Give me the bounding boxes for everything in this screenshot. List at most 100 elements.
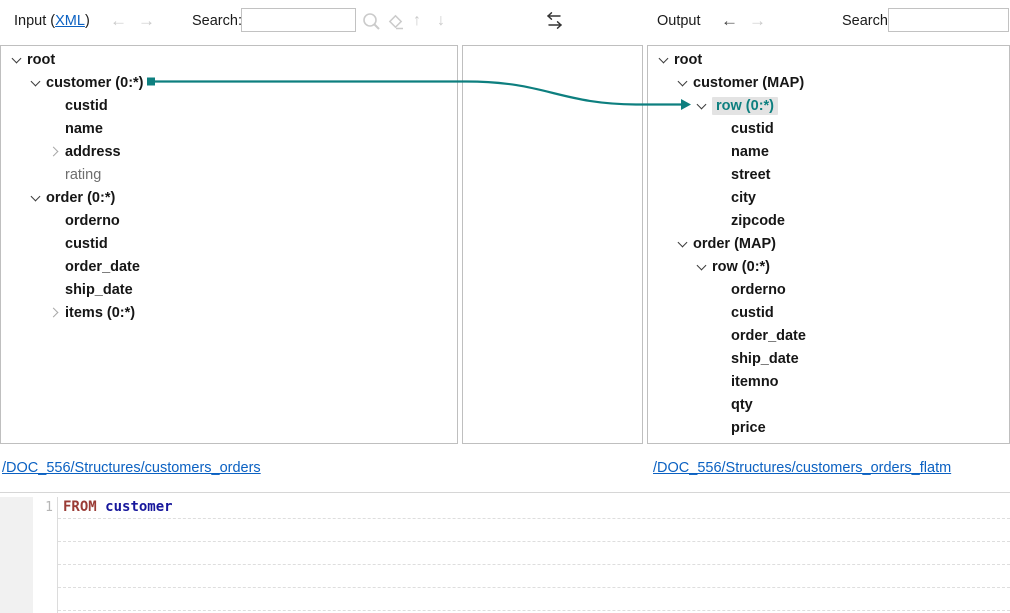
- editor-divider: [0, 492, 1010, 493]
- output-search-field[interactable]: [888, 8, 1009, 32]
- chevron-down-icon[interactable]: [675, 236, 690, 251]
- tree-node[interactable]: itemno: [648, 370, 1009, 393]
- tree-node[interactable]: zipcode: [648, 209, 1009, 232]
- tree-node[interactable]: items (0:*): [1, 301, 457, 324]
- tree-node[interactable]: custid: [1, 94, 457, 117]
- code-token-identifier: customer: [105, 499, 173, 515]
- tree-node-label: custid: [731, 120, 774, 137]
- tree-node[interactable]: customer (MAP): [648, 71, 1009, 94]
- chevron-spacer: [713, 397, 728, 412]
- tree-node-label: qty: [731, 396, 753, 413]
- code-token-plain: [97, 499, 105, 515]
- tree-node[interactable]: root: [648, 48, 1009, 71]
- chevron-right-icon[interactable]: [47, 305, 62, 320]
- tree-node[interactable]: rating: [1, 163, 457, 186]
- swap-input-output-icon[interactable]: [541, 10, 567, 37]
- tree-node-label: zipcode: [731, 212, 785, 229]
- input-search-field[interactable]: [241, 8, 356, 32]
- output-tree-panel: root customer (MAP) row (0:*) custid name str…: [647, 45, 1010, 444]
- input-structure-path-link[interactable]: /DOC_556/Structures/customers_orders: [2, 460, 261, 476]
- tree-node-label: rating: [65, 166, 102, 183]
- line-number: 1: [45, 500, 53, 515]
- tree-node[interactable]: order_date: [1, 255, 457, 278]
- tree-node-label: orderno: [65, 212, 120, 229]
- code-line[interactable]: FROM customer: [63, 499, 173, 515]
- tree-node-label: name: [731, 143, 769, 160]
- search-icon[interactable]: [361, 11, 383, 38]
- editor-row-rule: [58, 564, 1010, 565]
- chevron-down-icon[interactable]: [28, 75, 43, 90]
- code-token-keyword: FROM: [63, 499, 97, 515]
- chevron-spacer: [47, 282, 62, 297]
- tree-node[interactable]: order (0:*): [1, 186, 457, 209]
- tree-node[interactable]: qty: [648, 393, 1009, 416]
- input-format-link[interactable]: XML: [55, 13, 85, 29]
- tree-node[interactable]: custid: [648, 117, 1009, 140]
- input-back-icon[interactable]: ←: [110, 11, 127, 30]
- output-structure-path-link[interactable]: /DOC_556/Structures/customers_orders_fla…: [653, 460, 952, 476]
- find-previous-icon[interactable]: ↑: [413, 12, 421, 29]
- chevron-spacer: [47, 167, 62, 182]
- tree-node[interactable]: ship_date: [1, 278, 457, 301]
- tree-node[interactable]: city: [648, 186, 1009, 209]
- tree-node[interactable]: street: [648, 163, 1009, 186]
- tree-node[interactable]: name: [648, 140, 1009, 163]
- tree-node[interactable]: customer (0:*): [1, 71, 457, 94]
- chevron-spacer: [713, 121, 728, 136]
- chevron-down-icon[interactable]: [28, 190, 43, 205]
- tree-node[interactable]: root: [1, 48, 457, 71]
- chevron-spacer: [713, 351, 728, 366]
- chevron-down-icon[interactable]: [656, 52, 671, 67]
- chevron-spacer: [713, 144, 728, 159]
- chevron-spacer: [713, 190, 728, 205]
- tree-node[interactable]: order (MAP): [648, 232, 1009, 255]
- input-forward-icon[interactable]: →: [138, 11, 155, 30]
- input-title-prefix: Input (: [14, 13, 56, 29]
- tree-node[interactable]: custid: [648, 301, 1009, 324]
- tree-node-label: root: [674, 51, 703, 68]
- output-forward-icon[interactable]: →: [749, 11, 766, 30]
- tree-node-label: ship_date: [65, 281, 133, 298]
- chevron-down-icon[interactable]: [675, 75, 690, 90]
- chevron-spacer: [47, 259, 62, 274]
- tree-node-label: custid: [65, 235, 108, 252]
- tree-node[interactable]: row (0:*): [648, 255, 1009, 278]
- tree-node-label: orderno: [731, 281, 786, 298]
- editor-row-rule: [58, 518, 1010, 519]
- chevron-down-icon[interactable]: [694, 98, 709, 113]
- tree-node[interactable]: custid: [1, 232, 457, 255]
- tree-node-label: itemno: [731, 373, 779, 390]
- tree-node[interactable]: name: [1, 117, 457, 140]
- tree-node-label: customer (MAP): [693, 74, 805, 91]
- output-back-icon[interactable]: ←: [721, 11, 738, 30]
- tree-node-label: row (0:*): [712, 96, 778, 115]
- chevron-right-icon[interactable]: [47, 144, 62, 159]
- tree-node-label: order (MAP): [693, 235, 776, 252]
- tree-node[interactable]: orderno: [648, 278, 1009, 301]
- tree-node-label: address: [65, 143, 121, 160]
- tree-node[interactable]: price: [648, 416, 1009, 439]
- tree-node-label: order_date: [65, 258, 140, 275]
- tree-node[interactable]: orderno: [1, 209, 457, 232]
- tree-node[interactable]: row (0:*): [648, 94, 1009, 117]
- output-tree: root customer (MAP) row (0:*) custid name str…: [648, 46, 1009, 439]
- tree-node-label: name: [65, 120, 103, 137]
- tree-node[interactable]: order_date: [648, 324, 1009, 347]
- chevron-down-icon[interactable]: [694, 259, 709, 274]
- chevron-spacer: [713, 167, 728, 182]
- clear-search-eraser-icon[interactable]: [385, 11, 407, 38]
- chevron-spacer: [47, 236, 62, 251]
- find-next-icon[interactable]: ↓: [437, 12, 445, 29]
- tree-node[interactable]: ship_date: [648, 347, 1009, 370]
- tree-node[interactable]: address: [1, 140, 457, 163]
- input-title-suffix: ): [84, 13, 90, 29]
- chevron-spacer: [47, 98, 62, 113]
- tree-node-label: order_date: [731, 327, 806, 344]
- chevron-down-icon[interactable]: [9, 52, 24, 67]
- tree-node-label: items (0:*): [65, 304, 136, 321]
- output-panel-title: Output: [657, 13, 701, 29]
- chevron-spacer: [47, 121, 62, 136]
